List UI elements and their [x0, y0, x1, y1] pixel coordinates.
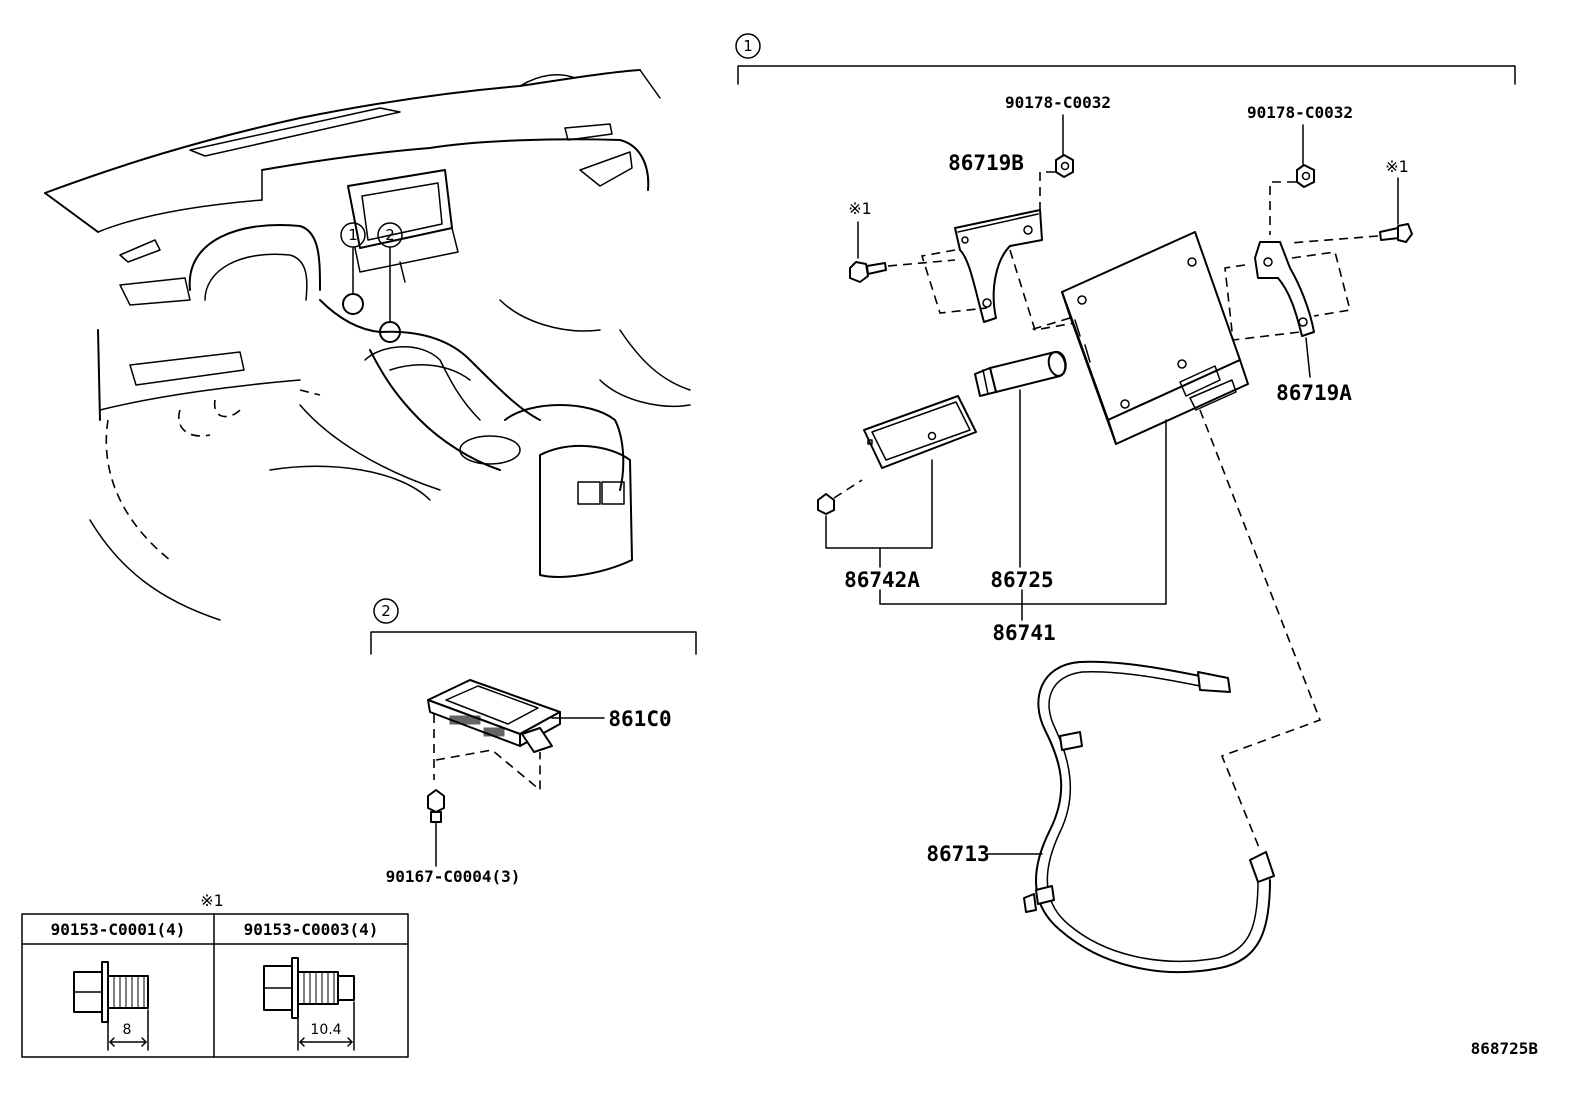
label-86713: 86713: [926, 842, 989, 866]
label-86741: 86741: [992, 621, 1055, 645]
label-90178-c0032-right: 90178-C0032: [1247, 103, 1353, 122]
label-861c0: 861C0: [608, 707, 671, 731]
group-1-callout: 1: [743, 37, 753, 55]
cylinder-86725: [974, 350, 1067, 397]
bolt-10-4mm-icon: [263, 957, 355, 1051]
legend-ref-mark: ※1: [200, 891, 224, 910]
label-86719b: 86719B: [948, 151, 1024, 175]
legend-col1-dimension: 8: [123, 1022, 132, 1038]
label-86742a: 86742A: [844, 568, 920, 592]
screw-icon: [817, 479, 863, 515]
location-callout-1: 1: [348, 226, 358, 244]
legend-table: [21, 913, 409, 1058]
legend-col2-header: 90153-C0003(4): [244, 920, 379, 939]
legend-col2-dimension: 10.4: [310, 1022, 341, 1038]
label-86719a: 86719A: [1276, 381, 1352, 405]
screw-icon: [427, 789, 445, 823]
group-2-bracket: [370, 631, 697, 655]
diagram-id: 868725B: [1471, 1039, 1539, 1058]
location-callout-2: 2: [385, 226, 395, 244]
bolt-icon: [1379, 177, 1413, 243]
dashboard-illustration: [44, 69, 691, 621]
wire-harness-86713: [1023, 660, 1275, 974]
label-90167-c0004: 90167-C0004(3): [386, 867, 521, 886]
bolt-icon: [849, 221, 887, 283]
group-2-callout: 2: [381, 602, 391, 620]
control-unit-box: [1061, 231, 1249, 445]
ref-mark-right: ※1: [1385, 157, 1409, 176]
module-861c0: [427, 679, 561, 753]
group-1-bracket: [737, 65, 1516, 85]
nut-icon: [1055, 114, 1074, 178]
bracket-86719b: [954, 209, 1043, 323]
label-90178-c0032-left: 90178-C0032: [1005, 93, 1111, 112]
bolt-8mm-icon: [73, 961, 149, 1051]
ref-mark-left: ※1: [848, 199, 872, 218]
bracket-86719a: [1254, 241, 1315, 337]
cover-86742a: [863, 395, 977, 469]
nut-icon: [1296, 124, 1315, 188]
label-86725: 86725: [990, 568, 1053, 592]
legend-col1-header: 90153-C0001(4): [51, 920, 186, 939]
